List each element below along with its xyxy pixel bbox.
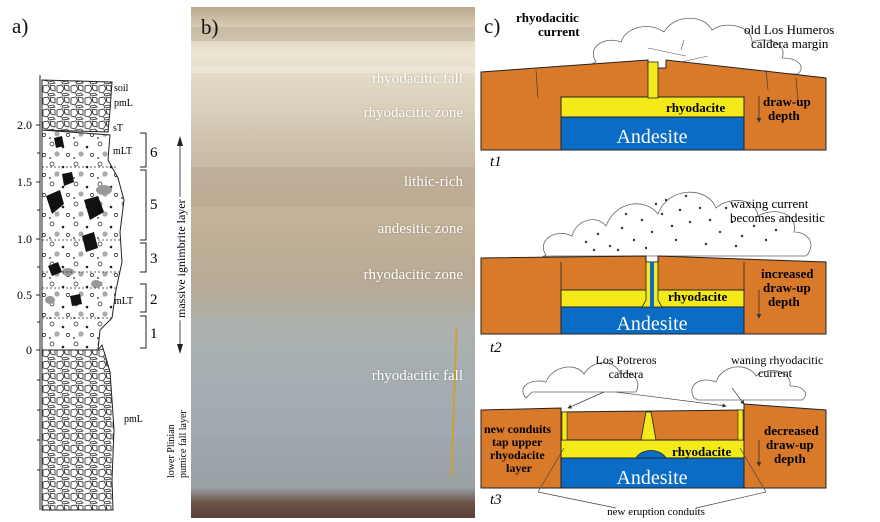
subunit-number: 6 <box>150 145 158 161</box>
pumice-fall-upper <box>41 79 113 133</box>
unit-label: sT <box>113 123 123 134</box>
new-conduit-label: rhyodacite <box>490 448 545 462</box>
margin-label: old Los Humeros <box>744 22 834 37</box>
pumice-fall-lower <box>41 343 115 511</box>
panel-a-label: a) <box>12 14 29 38</box>
y-tick-label: 0 <box>26 343 32 357</box>
unit-label: pmL <box>114 98 133 109</box>
zone-label: andesitic zone <box>377 221 463 237</box>
time-label: t3 <box>490 492 502 508</box>
massive-ignimbrite-label: massive ignimbrite layer <box>174 199 188 318</box>
subunit-boundaries <box>42 166 120 319</box>
y-tick-label: 0.5 <box>17 288 32 302</box>
new-conduit-label: new conduits <box>484 422 551 436</box>
new-eruption-conduits-label: new eruption conduits <box>607 506 705 518</box>
waning-label: waning rhyodacitic <box>731 353 823 367</box>
drawup-label: draw-up <box>766 437 814 452</box>
outcrop-photo-panel: b) rhyodacitic fall rhyodacitic zone lit… <box>191 7 475 518</box>
lithic-blocks <box>45 136 112 306</box>
cloud <box>542 191 812 258</box>
zone-label: rhyodacitic fall <box>371 71 463 87</box>
waning-label: current <box>758 366 793 380</box>
conduit <box>647 61 659 99</box>
current-label: rhyodacitic <box>516 10 579 25</box>
subunit-number: 1 <box>150 326 158 342</box>
margin-label: caldera margin <box>751 36 829 51</box>
zone-label: rhyodacitic zone <box>363 105 463 121</box>
cloud <box>522 362 639 399</box>
ash-dots <box>584 194 778 252</box>
caldera-label: caldera <box>609 367 644 381</box>
unit-label: pmL <box>124 414 143 425</box>
pointer-lines <box>537 387 767 509</box>
drawup-label: draw-up <box>763 94 811 109</box>
drawup-label: depth <box>768 294 801 309</box>
caldera-schematic-panel: c) rhyodacitic current old Los Humeros c… <box>476 0 880 522</box>
zone-label: rhyodacitic fall <box>371 368 463 384</box>
andesite-chamber <box>560 457 745 489</box>
y-tick-label: 1.0 <box>17 232 32 246</box>
drawup-label: increased <box>761 266 814 281</box>
y-tick-label: 1.5 <box>17 175 32 189</box>
subunit-brackets <box>140 132 147 349</box>
panel-c-label: c) <box>484 14 501 38</box>
panel-b-label: b) <box>201 15 219 39</box>
plinian-label-2: pumice fall layer <box>178 410 189 478</box>
andesite-chamber <box>560 306 745 335</box>
rhyodacite-label: rhyodacite <box>672 444 731 459</box>
y-tick-label: 2.0 <box>17 118 32 132</box>
waxing-label: waxing current <box>730 196 809 211</box>
time-label: t2 <box>490 340 502 356</box>
plinian-label-1: lower Plinian <box>166 424 177 478</box>
unit-label: soil <box>114 83 129 94</box>
subunit-number: 5 <box>150 197 158 213</box>
andesite-chamber <box>560 116 745 151</box>
stratigraphic-column-panel: a) <box>0 0 195 522</box>
andesite-label: Andesite <box>616 126 687 148</box>
caldera-label: Los Potreros <box>596 353 657 367</box>
current-label: current <box>538 24 580 39</box>
drawup-label: depth <box>768 108 801 123</box>
massive-label-bg: massive ignimbrite layer <box>174 199 188 318</box>
waxing-label: becomes andesitic <box>730 210 825 225</box>
time-label: t1 <box>490 154 502 170</box>
stage-t1: rhyodacitic current old Los Humeros cald… <box>480 10 834 170</box>
drawup-label: depth <box>774 451 807 466</box>
new-conduit-label: layer <box>506 461 533 475</box>
drawup-label: draw-up <box>763 280 811 295</box>
unit-label: mLT <box>114 296 133 307</box>
zone-label: lithic-rich <box>403 174 463 190</box>
andesite-label: Andesite <box>616 313 687 335</box>
cloud <box>691 366 806 401</box>
stage-t3: Los Potreros caldera waning rhyodacitic … <box>480 353 827 518</box>
andesite-label: Andesite <box>616 467 687 489</box>
rhyodacite-label: rhyodacite <box>668 289 727 304</box>
new-conduit-label: tap upper <box>492 435 543 449</box>
y-axis-ticks <box>36 124 40 471</box>
drawup-label: decreased <box>764 423 819 438</box>
rhyodacite-label: rhyodacite <box>666 100 725 115</box>
stage-t2: waxing current becomes andesitic rhyodac… <box>480 191 827 356</box>
unit-label: mLT <box>113 146 132 157</box>
subunit-number: 2 <box>150 292 158 308</box>
subunit-number: 3 <box>150 251 158 267</box>
zone-label: rhyodacitic zone <box>363 267 463 283</box>
